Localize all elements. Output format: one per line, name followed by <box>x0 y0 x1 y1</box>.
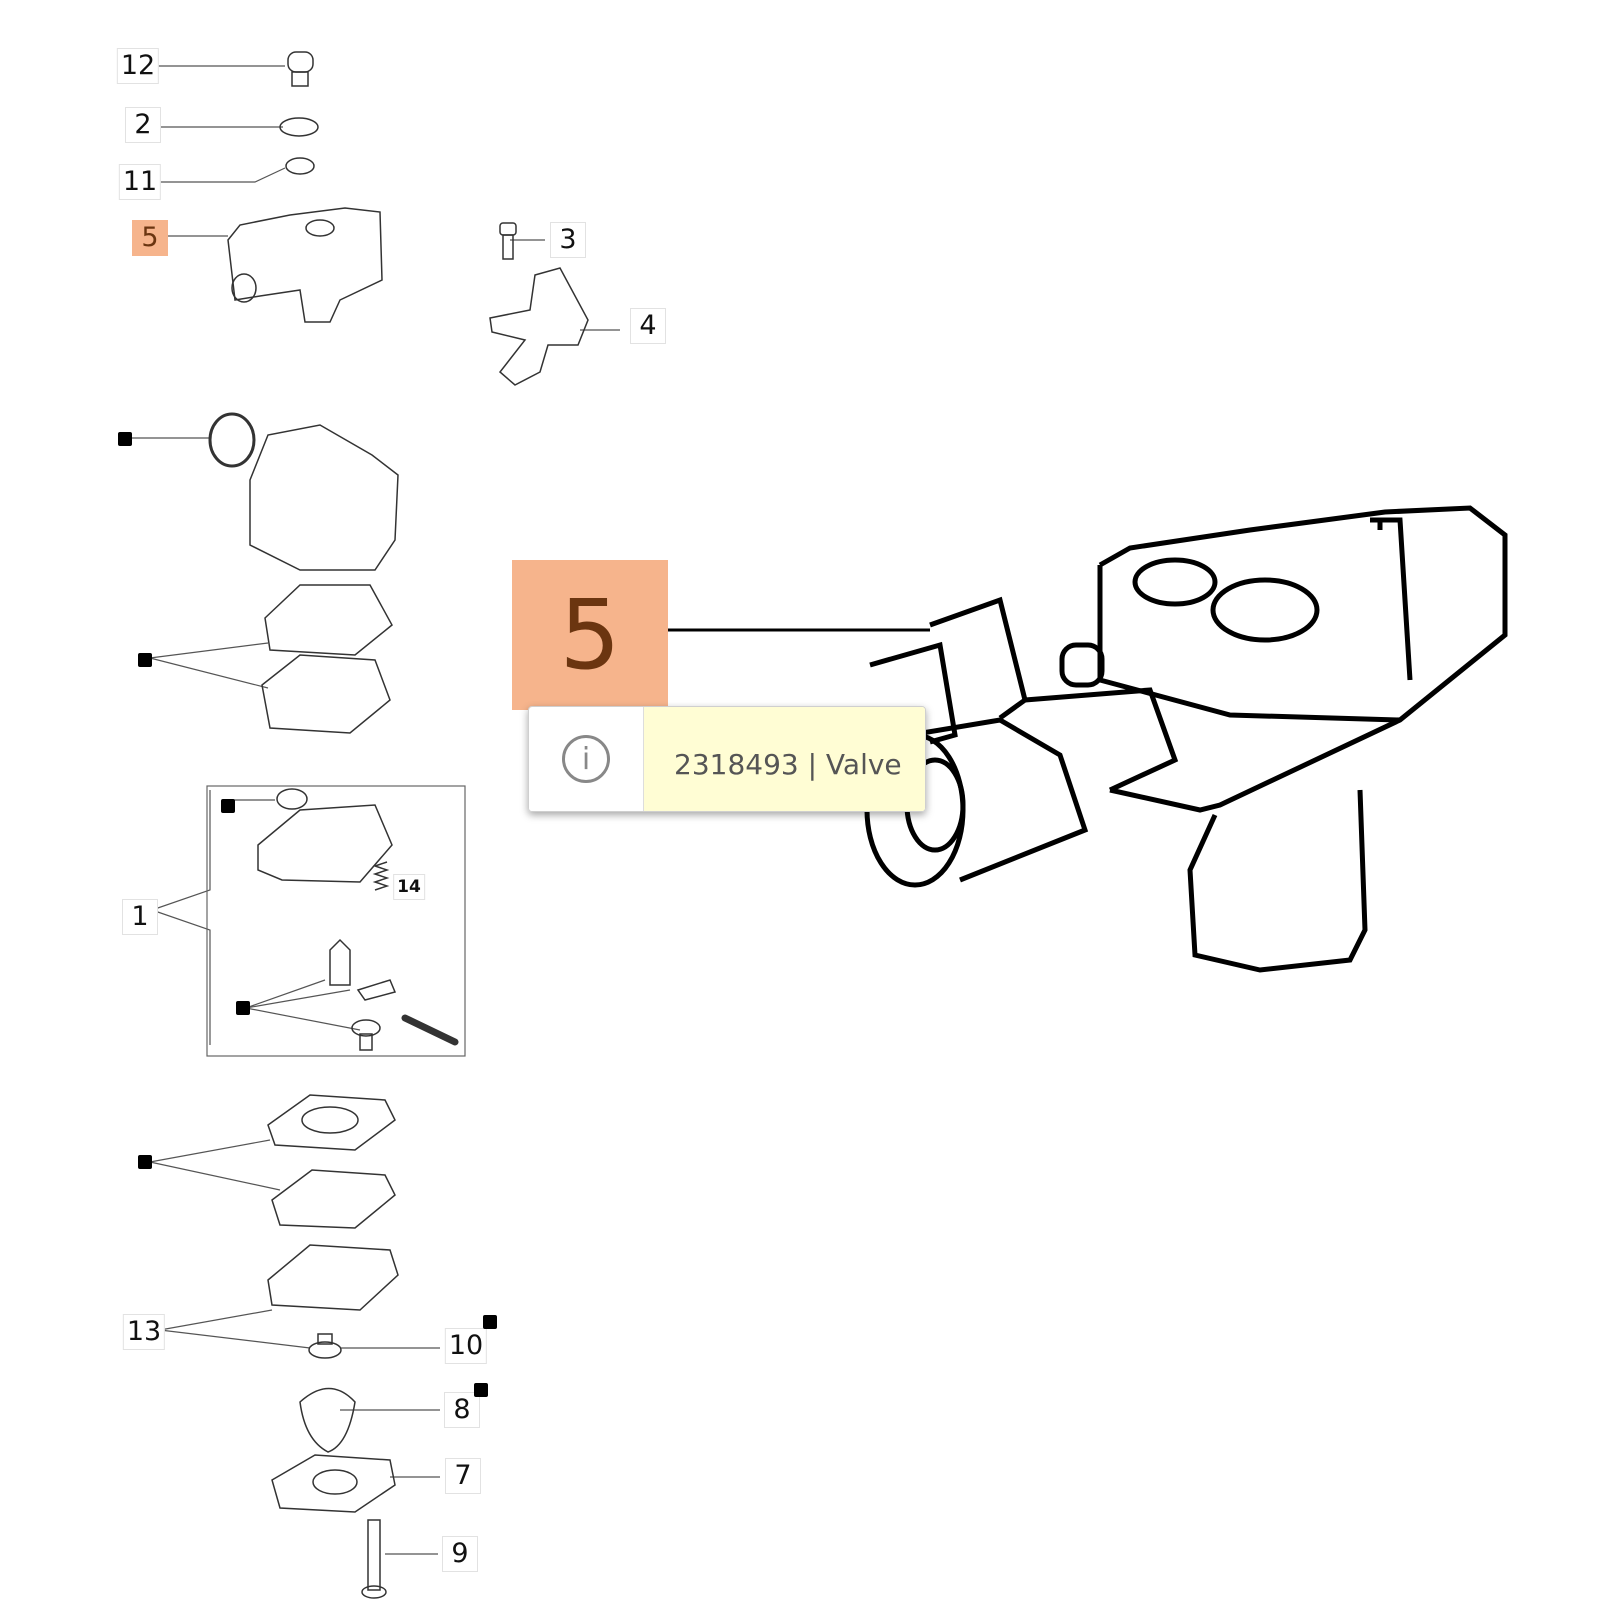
part-washer-2 <box>279 117 319 137</box>
part-screw-9 <box>361 1519 387 1599</box>
part-gasket-c <box>267 1094 396 1151</box>
part-spring-14 <box>372 861 390 891</box>
label-13[interactable]: 13 <box>122 1314 166 1350</box>
label-11[interactable]: 11 <box>118 164 162 200</box>
part-pump-body <box>257 804 393 883</box>
part-plug <box>276 788 308 810</box>
part-needle <box>329 938 351 986</box>
label-9[interactable]: 9 <box>442 1536 478 1572</box>
kit-marker <box>118 432 132 446</box>
part-screw-12 <box>287 51 314 87</box>
part-tooltip: i 2318493 | Valve <box>528 706 926 812</box>
part-valve-5-small <box>227 207 383 323</box>
kit-marker <box>474 1383 488 1397</box>
info-icon: i <box>562 735 610 783</box>
leader-lines <box>130 65 620 1555</box>
label-14[interactable]: 14 <box>393 874 425 900</box>
part-plate-7 <box>271 1454 396 1513</box>
callout-5-highlighted[interactable]: 5 <box>512 560 668 710</box>
tooltip-text: 2318493 | Valve <box>644 707 925 811</box>
label-4[interactable]: 4 <box>630 308 666 344</box>
part-screw <box>351 1019 381 1051</box>
kit-marker <box>483 1315 497 1329</box>
part-ring <box>208 412 256 468</box>
part-clip-11 <box>285 157 315 175</box>
label-10[interactable]: 10 <box>444 1328 488 1364</box>
part-bracket-4 <box>489 267 589 386</box>
label-5[interactable]: 5 <box>132 220 168 256</box>
part-cover <box>267 1244 399 1311</box>
label-1[interactable]: 1 <box>122 899 158 935</box>
gasket-hole <box>301 1106 359 1134</box>
part-gasket-b <box>261 654 391 734</box>
plate-hole <box>312 1469 358 1495</box>
kit-marker <box>138 653 152 667</box>
part-pin <box>401 1014 459 1046</box>
part-gasket-a <box>264 584 393 656</box>
tooltip-icon-cell: i <box>529 707 644 811</box>
label-3[interactable]: 3 <box>550 222 586 258</box>
part-screw-3 <box>499 222 517 260</box>
label-7[interactable]: 7 <box>445 1458 481 1494</box>
label-2[interactable]: 2 <box>125 107 161 143</box>
kit-marker <box>138 1155 152 1169</box>
part-diaphragm <box>271 1169 396 1229</box>
part-primer-bulb-8 <box>299 1387 356 1453</box>
part-lever <box>356 979 397 1001</box>
part-valve-10 <box>308 1333 342 1359</box>
kit-marker <box>236 1001 250 1015</box>
label-12[interactable]: 12 <box>116 48 160 84</box>
label-8[interactable]: 8 <box>444 1392 480 1428</box>
kit-1-box <box>206 785 466 1057</box>
kit-marker <box>221 799 235 813</box>
part-carb-body <box>249 424 399 571</box>
